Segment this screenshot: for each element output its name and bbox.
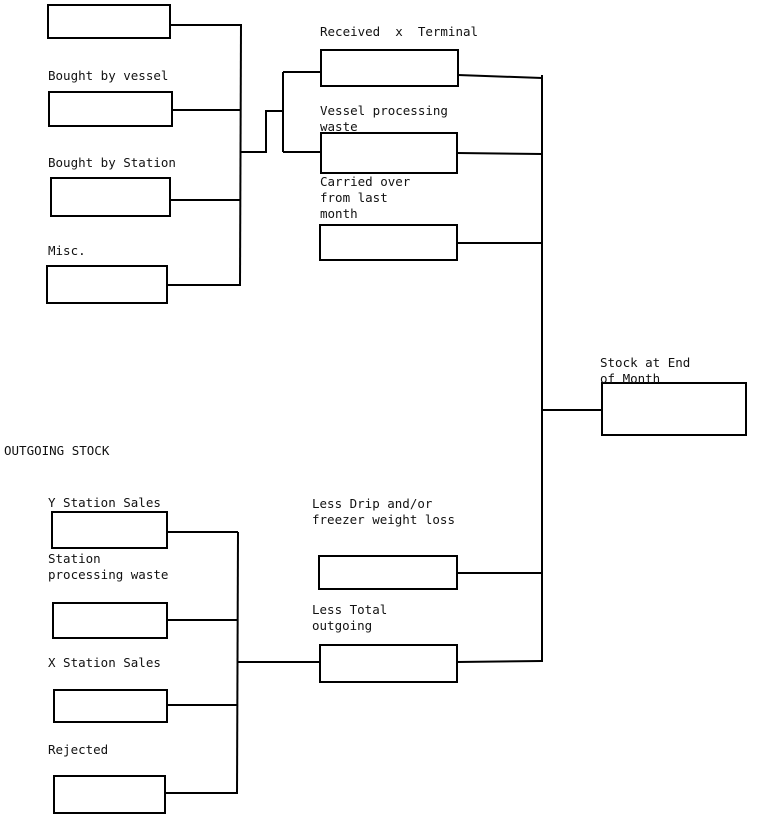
carried-over-label: Carried over from last month <box>320 174 411 221</box>
main-connectors <box>456 74 601 663</box>
source-box-1[interactable] <box>47 4 171 39</box>
vessel-processing-waste-label: Vessel processing waste <box>320 103 448 134</box>
bought-by-vessel-label: Bought by vessel <box>48 68 169 83</box>
received-terminal-label: Received x Terminal <box>320 24 479 39</box>
y-station-sales-box[interactable] <box>51 511 168 549</box>
vessel-processing-waste-box[interactable] <box>320 132 458 174</box>
total-outgoing-box[interactable] <box>319 644 458 683</box>
y-station-sales-label: Y Station Sales <box>48 495 161 510</box>
total-outgoing-label: Less Total outgoing <box>312 602 388 633</box>
misc-box[interactable] <box>46 265 168 304</box>
source-connectors <box>167 23 321 287</box>
bought-by-station-box[interactable] <box>50 177 171 217</box>
drip-loss-box[interactable] <box>318 555 458 590</box>
carried-over-box[interactable] <box>319 224 458 261</box>
bought-by-station-label: Bought by Station <box>48 155 176 170</box>
received-terminal-box[interactable] <box>320 49 459 87</box>
outgoing-connectors <box>165 531 320 795</box>
station-processing-waste-box[interactable] <box>52 602 168 639</box>
stock-end-of-month-box[interactable] <box>601 382 747 436</box>
drip-loss-label: Less Drip and/or freezer weight loss <box>312 496 455 527</box>
bought-by-vessel-box[interactable] <box>48 91 173 127</box>
stock-end-of-month-label: Stock at End of Month <box>600 355 691 386</box>
misc-label: Misc. <box>48 243 86 258</box>
rejected-label: Rejected <box>48 742 109 757</box>
rejected-box[interactable] <box>53 775 166 814</box>
outgoing-stock-heading: OUTGOING STOCK <box>4 443 110 458</box>
station-processing-waste-label: Station processing waste <box>48 551 169 582</box>
x-station-sales-box[interactable] <box>53 689 168 723</box>
x-station-sales-label: X Station Sales <box>48 655 161 670</box>
